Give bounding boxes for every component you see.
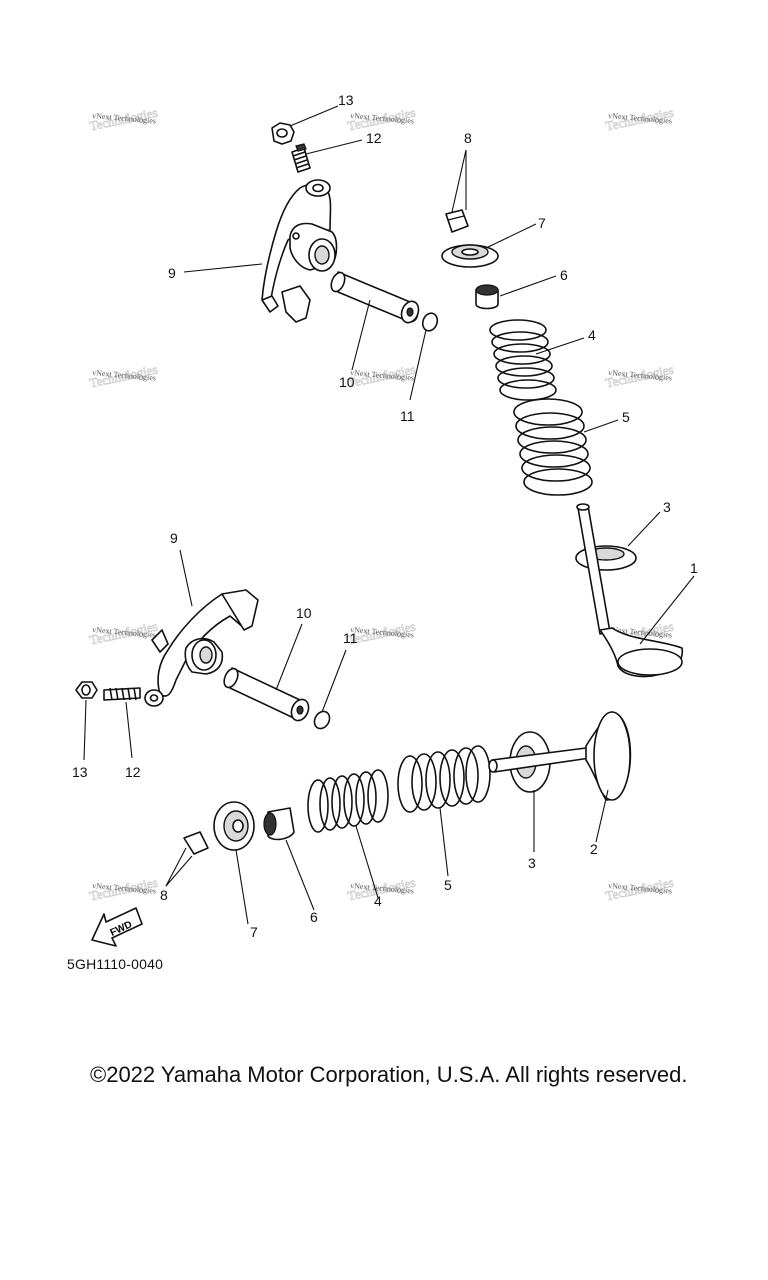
callout-13: 13 [338, 92, 354, 108]
part-13-nut-bottom [75, 681, 98, 699]
part-10-rocker-shaft-bottom [223, 667, 310, 722]
part-10-rocker-shaft-top [330, 271, 420, 324]
part-11-o-ring-top [421, 312, 439, 332]
callout-10: 10 [339, 374, 355, 390]
part-1-valve-top [576, 503, 684, 678]
part-9-rocker-arm-top [261, 179, 338, 323]
callout-8: 8 [160, 887, 168, 903]
callout-5: 5 [444, 877, 452, 893]
callout-13: 13 [72, 764, 88, 780]
callout-10: 10 [296, 605, 312, 621]
part-4-inner-spring-bottom [307, 769, 389, 833]
part-6-stem-seal-bottom [263, 807, 295, 841]
drawing-code: 5GH1110-0040 [67, 956, 164, 972]
callout-7: 7 [250, 924, 258, 940]
callout-9: 9 [168, 265, 176, 281]
part-5-outer-spring-bottom [397, 745, 491, 813]
callout-6: 6 [310, 909, 318, 925]
fwd-arrow-icon: FWD [91, 907, 143, 947]
part-12-screw-bottom [103, 687, 141, 701]
part-2-valve-bottom [488, 711, 632, 801]
callout-1: 1 [690, 560, 698, 576]
callout-3: 3 [528, 855, 536, 871]
part-13-nut-top [271, 122, 295, 145]
callout-5: 5 [622, 409, 630, 425]
part-8-cotter-bottom [183, 831, 209, 855]
callout-9: 9 [170, 530, 178, 546]
part-5-outer-spring-top [513, 398, 593, 496]
callout-4: 4 [374, 893, 382, 909]
part-9-rocker-arm-bottom [144, 589, 259, 707]
callout-12: 12 [366, 130, 382, 146]
part-12-screw-top [291, 143, 311, 173]
callout-11: 11 [400, 408, 415, 424]
callout-3: 3 [663, 499, 671, 515]
callout-12: 12 [125, 764, 141, 780]
callout-7: 7 [538, 215, 546, 231]
callout-2: 2 [590, 841, 598, 857]
part-8-cotter-top [445, 209, 469, 233]
part-7-retainer-top [441, 244, 499, 268]
part-4-inner-spring-top [489, 319, 557, 401]
leaders-top [183, 105, 695, 645]
callout-11: 11 [343, 630, 358, 646]
part-11-o-ring-bottom [313, 710, 331, 730]
callouts-bottom: 9 10 11 13 12 3 2 5 4 6 7 8 [72, 530, 598, 940]
callout-4: 4 [588, 327, 596, 343]
part-7-retainer-bottom [213, 801, 255, 851]
callout-8: 8 [464, 130, 472, 146]
part-6-stem-seal-top [475, 284, 499, 310]
callouts-top: 13 12 9 10 11 8 7 6 4 5 3 1 [168, 92, 698, 576]
callout-6: 6 [560, 267, 568, 283]
copyright-notice: ©2022 Yamaha Motor Corporation, U.S.A. A… [90, 1062, 688, 1087]
leaders-bottom [83, 549, 609, 925]
